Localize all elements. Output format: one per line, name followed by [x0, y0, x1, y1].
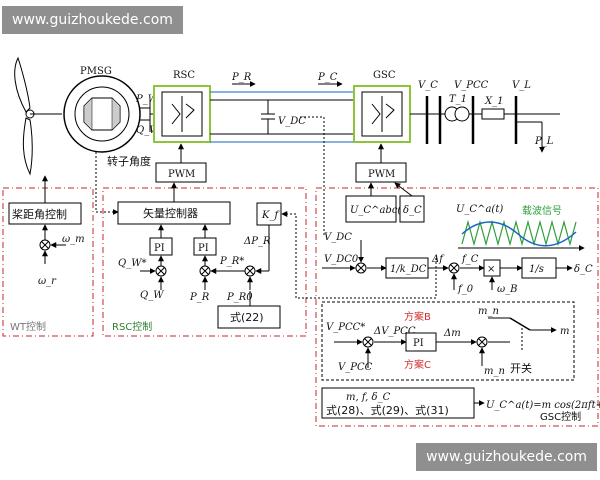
pl-label: P_L — [534, 136, 554, 147]
vc-label: V_C — [418, 80, 438, 91]
vdc0-label: V_DC0 — [324, 254, 359, 265]
mn-bottom-label: m_n — [484, 366, 505, 377]
f0-label: f_0 — [457, 284, 474, 295]
rotor-angle-label: 转子角度 — [107, 154, 151, 168]
vdc-feedback-label: V_DC — [324, 232, 352, 243]
fc-label: f_C — [461, 254, 479, 265]
qw-label: Q_W — [136, 125, 160, 136]
pr-feedback-label: P_R — [189, 292, 210, 303]
eq22-block — [217, 305, 281, 329]
voltage-loop-region — [321, 301, 575, 381]
carrier-waveform — [458, 219, 585, 251]
uc-formula-label: U_C^a(t)=m cos(2πft+δ_C) — [486, 400, 600, 411]
multiplier-label: × — [487, 264, 495, 275]
gsc-converter — [353, 85, 411, 143]
qw-feedback-label: Q_W — [140, 290, 164, 301]
pwm-gsc-label: PWM — [368, 169, 395, 180]
wt-control-region — [2, 187, 94, 337]
pw-label: P_W — [135, 94, 159, 105]
pr-label: P_R — [231, 72, 252, 83]
omega-b-label: ω_B — [497, 284, 518, 295]
m-f-dc-label: m, f, δ_C — [346, 392, 391, 403]
equations-label: 式(28)、式(29)、式(31) — [326, 404, 449, 417]
pi-2-label: PI — [198, 243, 209, 254]
pwm-rsc-label: PWM — [168, 169, 195, 180]
pi-gsc-label: PI — [413, 338, 424, 349]
pmsg-label: PMSG — [80, 66, 112, 77]
omega-m-label: ω_m — [62, 234, 85, 245]
vpcc-label: V_PCC — [454, 80, 489, 91]
uc-a-label: U_C^a(t) — [456, 204, 503, 215]
vector-controller-label: 矢量控制器 — [143, 206, 198, 220]
kf-label: K_f — [261, 210, 280, 221]
pr-star-label: P_R* — [219, 256, 244, 267]
kdc-label: 1/k_DC — [390, 264, 427, 275]
pc-label: P_C — [317, 72, 338, 83]
delta-c-out-label: δ_C — [574, 264, 593, 275]
vdc-label: V_DC — [278, 116, 306, 127]
delta-pr-label: ΔP_R — [243, 236, 271, 247]
vpcc-star-label: V_PCC* — [326, 322, 365, 333]
gsc-control-label: GSC控制 — [540, 410, 581, 423]
delta-vpcc-label: ΔV_PCC — [373, 326, 416, 337]
eq22-label: 式(22) — [230, 311, 264, 324]
delta-m-label: Δm — [443, 328, 461, 339]
delta-f-label: Δf — [431, 254, 445, 265]
gsc-label: GSC — [373, 70, 396, 81]
m-output-label: m — [560, 326, 569, 337]
uc-abc-block — [345, 195, 397, 223]
pitch-control-label: 桨距角控制 — [12, 207, 67, 221]
rsc-control-region — [102, 187, 307, 337]
uc-abc-label: U_C^abc(t) — [350, 205, 409, 216]
wt-control-label: WT控制 — [10, 320, 46, 333]
rsc-control-label: RSC控制 — [112, 320, 152, 333]
scheme-b-label: 方案B — [404, 310, 431, 323]
vl-label: V_L — [512, 80, 531, 91]
watermark-bottom: www.guizhoukede.com — [416, 443, 597, 471]
integrator-label: 1/s — [529, 264, 544, 275]
x1-label: X_1 — [484, 96, 503, 107]
mn-top-label: m_n — [478, 306, 499, 317]
switch-label: 开关 — [510, 361, 532, 375]
omega-r-label: ω_r — [38, 276, 57, 287]
scheme-c-label: 方案C — [404, 358, 431, 371]
rsc-converter — [153, 85, 211, 143]
delta-c-label: δ_C — [403, 205, 422, 216]
pmsg-generator — [63, 75, 141, 153]
rsc-label: RSC — [173, 70, 195, 81]
vpcc-feedback-label: V_PCC — [338, 362, 373, 373]
t1-label: T_1 — [449, 94, 467, 105]
delta-c-block — [399, 195, 425, 223]
watermark-top: www.guizhoukede.com — [2, 6, 183, 34]
pr0-label: P_R0 — [226, 292, 253, 303]
equations-block — [321, 387, 475, 419]
turbine-blades-icon — [14, 56, 62, 176]
pi-1-label: PI — [154, 243, 165, 254]
carrier-signal-label: 载波信号 — [522, 204, 562, 217]
qw-star-label: Q_W* — [118, 258, 146, 269]
